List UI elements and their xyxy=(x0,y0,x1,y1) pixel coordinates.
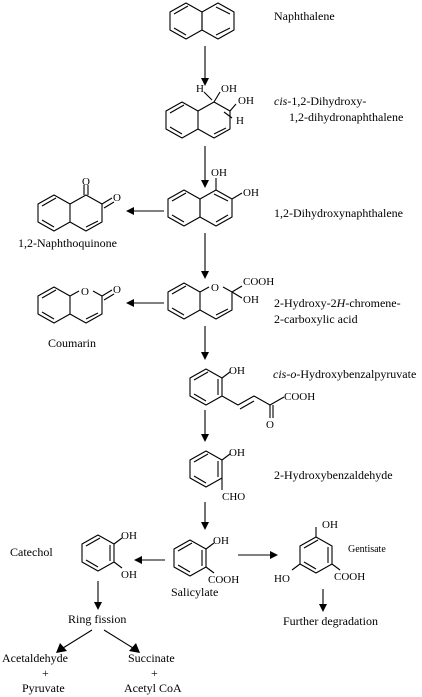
label-dihydrodiol-prefix: cis xyxy=(274,94,288,108)
o-coumarin-ring: O xyxy=(81,286,89,298)
label-plus-1: + xyxy=(42,666,49,680)
label-pyruvate: Pyruvate xyxy=(22,681,65,695)
oh-dhn-2: OH xyxy=(243,187,259,199)
label-salicylate: Salicylate xyxy=(171,585,218,599)
naphthalene-structure xyxy=(169,2,235,40)
label-naphthalene: Naphthalene xyxy=(274,9,335,23)
label-naphthoquinone: 1,2-Naphthoquinone xyxy=(18,236,117,250)
arrow-gentisate-to-degradation xyxy=(319,589,327,612)
h-dihydrodiol-2: H xyxy=(236,115,244,127)
chromene-structure xyxy=(167,282,243,320)
label-chromene-line1: 2-Hydroxy-2H-chromene- xyxy=(274,296,401,310)
label-chromene-line2: 2-carboxylic acid xyxy=(274,312,358,326)
label-succinate: Succinate xyxy=(128,651,175,665)
label-dihydrodiol-text: -1,2-Dihydroxy- xyxy=(287,94,366,108)
coumarin-structure xyxy=(37,286,115,324)
o-chromene: O xyxy=(211,282,219,294)
cooh-gentisate: COOH xyxy=(334,571,365,583)
naphthoquinone-structure xyxy=(37,185,115,232)
label-pyruvate-rest: -Hydroxybenzalpyruvate xyxy=(296,367,416,381)
arrow-chromene-to-pyruvate xyxy=(201,326,209,360)
oh-dihydrodiol-2: OH xyxy=(238,95,254,107)
gentisate-structure xyxy=(291,527,341,574)
arrow-to-succinate xyxy=(103,629,140,653)
arrow-to-coumarin xyxy=(126,299,164,307)
hydroxybenzaldehyde-structure xyxy=(189,450,231,490)
o-naphthoquinone-2: O xyxy=(113,192,121,204)
ho-gentisate: HO xyxy=(274,573,290,585)
label-dihydrodiol-line2: 1,2-dihydronaphthalene xyxy=(289,110,403,124)
dihydrodiol-structure xyxy=(165,91,237,139)
label-dihydroxynaphthalene: 1,2-Dihydroxynaphthalene xyxy=(274,206,403,220)
oh-chromene: OH xyxy=(243,294,259,306)
arrow-dhn-to-chromene xyxy=(201,233,209,279)
label-catechol: Catechol xyxy=(10,545,53,559)
oh-gentisate: OH xyxy=(322,519,338,531)
h-dihydrodiol-1: H xyxy=(196,83,204,95)
cooh-chromene: COOH xyxy=(243,276,274,288)
catechol-structure xyxy=(81,534,123,572)
label-hydroxybenzalpyruvate: cis-o-Hydroxybenzalpyruvate xyxy=(273,367,416,381)
label-acetyl-coa: Acetyl CoA xyxy=(124,681,182,695)
arrow-aldehyde-to-salicylate xyxy=(201,502,209,530)
label-gentisate: Gentisate xyxy=(348,544,386,555)
oh-dhn-1: OH xyxy=(211,167,227,179)
arrow-dihydrodiol-to-dihydroxynaphthalene xyxy=(201,146,209,188)
label-hydroxybenzaldehyde: 2-Hydroxybenzaldehyde xyxy=(274,468,393,482)
hydroxybenzalpyruvate-structure xyxy=(189,368,285,418)
label-chromene-italic: H xyxy=(336,296,347,310)
label-dihydrodiol-line1: cis-1,2-Dihydroxy- xyxy=(274,94,366,108)
arrow-salicylate-to-gentisate xyxy=(238,551,278,559)
o-coumarin-carbonyl: O xyxy=(113,284,121,296)
label-pyruvate-dash: - xyxy=(286,367,290,381)
o-naphthoquinone-1: O xyxy=(82,176,90,188)
cooh-salicylate: COOH xyxy=(208,574,239,586)
arrow-pyruvate-to-aldehyde xyxy=(201,410,209,442)
label-chromene-part-a: 2-Hydroxy-2 xyxy=(274,296,337,310)
label-plus-2: + xyxy=(151,666,158,680)
oh-salicylate: OH xyxy=(213,535,229,547)
oh-catechol-2: OH xyxy=(121,569,137,581)
arrow-naphthalene-to-dihydrodiol xyxy=(201,46,209,86)
label-acetaldehyde: Acetaldehyde xyxy=(2,651,68,665)
arrow-salicylate-to-catechol xyxy=(134,556,165,564)
label-pyruvate-cis: cis xyxy=(273,367,287,381)
oh-dihydrodiol: OH xyxy=(221,83,237,95)
dihydroxynaphthalene-structure xyxy=(167,178,243,227)
o-pyruvate: O xyxy=(266,419,274,431)
arrow-to-acetaldehyde xyxy=(56,629,93,653)
arrow-to-naphthoquinone xyxy=(126,207,164,215)
oh-aldehyde: OH xyxy=(229,447,245,459)
oh-pyruvate: OH xyxy=(229,365,245,377)
label-further-degradation: Further degradation xyxy=(283,614,378,628)
cho-aldehyde: CHO xyxy=(222,491,245,503)
label-chromene-part-b: -chromene- xyxy=(345,296,400,310)
label-pyruvate-o: o xyxy=(290,367,296,381)
salicylate-structure xyxy=(173,539,215,577)
label-ring-fission: Ring fission xyxy=(68,612,126,626)
oh-catechol-1: OH xyxy=(121,530,137,542)
cooh-pyruvate: COOH xyxy=(284,391,315,403)
arrow-catechol-to-ring-fission xyxy=(94,581,102,610)
label-coumarin: Coumarin xyxy=(48,336,96,350)
